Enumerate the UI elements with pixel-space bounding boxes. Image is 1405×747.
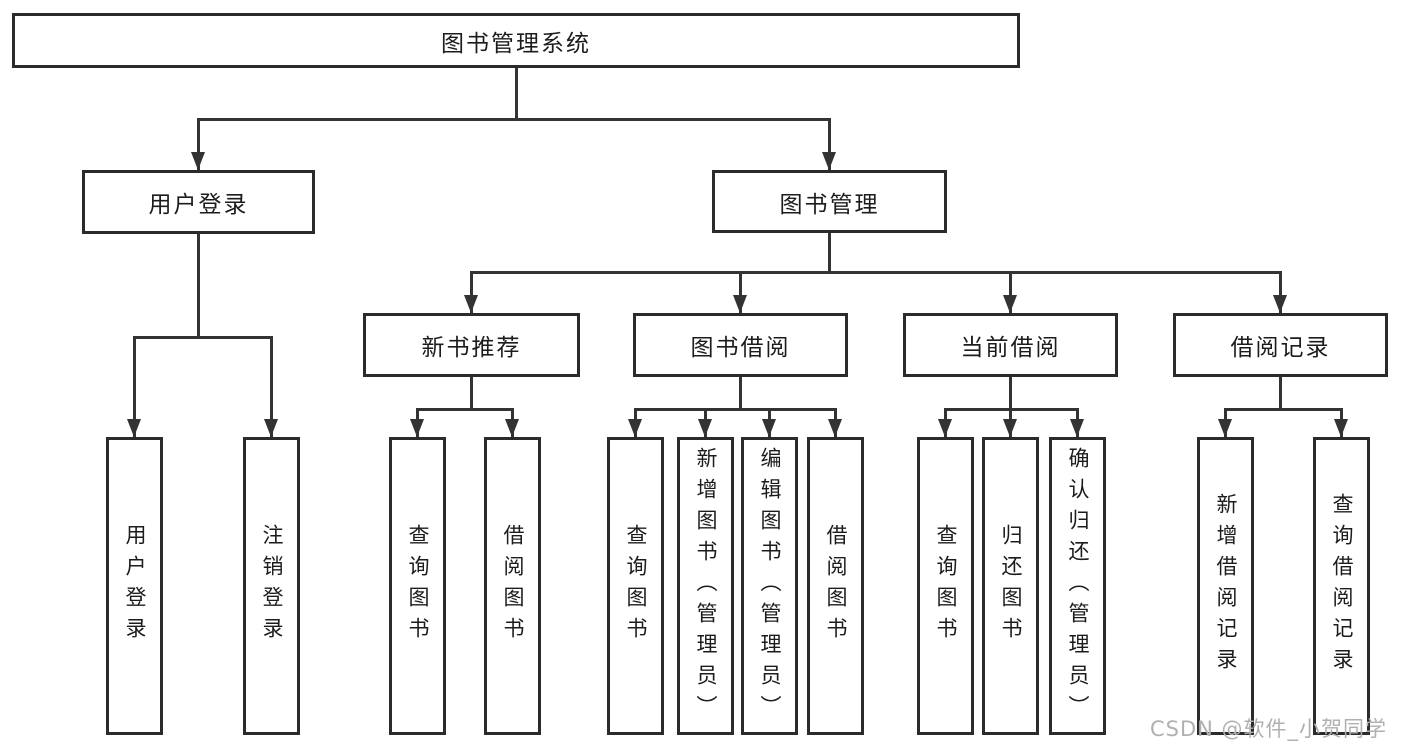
- leaf-edit-book-admin: 编辑图书（管理员）: [741, 437, 798, 735]
- leaf-confirm-return-admin: 确认归还（管理员）: [1049, 437, 1106, 735]
- leaf-label: 新增图书（管理员）: [694, 446, 719, 726]
- connector-book-management-stub: [828, 233, 831, 271]
- connector-drop-user-login: [197, 118, 200, 170]
- leaf-query-books-current: 查询图书: [917, 437, 974, 735]
- connector-drop-borrow-records: [1279, 271, 1282, 313]
- leaf-return-books: 归还图书: [982, 437, 1039, 735]
- arrowhead-down-icon: [127, 419, 141, 437]
- leaf-query-books-recommend: 查询图书: [389, 437, 446, 735]
- node-book-borrow: 图书借阅: [633, 313, 848, 377]
- arrowhead-down-icon: [1003, 419, 1017, 437]
- arrowhead-down-icon: [762, 419, 776, 437]
- arrowhead-down-icon: [410, 419, 424, 437]
- leaf-label: 注销登录: [260, 524, 285, 648]
- connector-user-login-hline: [134, 336, 273, 339]
- leaf-label: 新增借阅记录: [1214, 493, 1239, 679]
- node-borrow-records: 借阅记录: [1173, 313, 1388, 377]
- leaf-label: 借阅图书: [824, 524, 849, 648]
- connector-drop-leaf: [270, 336, 273, 437]
- connector-drop-book-borrow: [739, 271, 742, 313]
- connector-new-book-hline: [417, 408, 514, 411]
- connector-root-stub: [515, 68, 518, 118]
- connector-book-borrow-stub: [739, 377, 742, 408]
- connector-drop-new-book: [470, 271, 473, 313]
- connector-borrow-records-stub: [1279, 377, 1282, 408]
- arrowhead-down-icon: [828, 419, 842, 437]
- leaf-borrow-books: 借阅图书: [807, 437, 864, 735]
- node-new-book-recommend: 新书推荐: [363, 313, 580, 377]
- leaf-label: 查询图书: [934, 524, 959, 648]
- arrowhead-down-icon: [1273, 295, 1287, 313]
- leaf-add-book-admin: 新增图书（管理员）: [677, 437, 734, 735]
- arrowhead-down-icon: [191, 152, 205, 170]
- arrowhead-down-icon: [1070, 419, 1084, 437]
- leaf-label: 查询图书: [406, 524, 431, 648]
- arrowhead-down-icon: [822, 152, 836, 170]
- arrowhead-down-icon: [938, 419, 952, 437]
- connector-borrow-records-hline: [1225, 408, 1343, 411]
- leaf-label: 确认归还（管理员）: [1066, 446, 1091, 726]
- node-library-system-root: 图书管理系统: [12, 13, 1020, 68]
- watermark: CSDN @软件_小贺同学: [1150, 717, 1388, 741]
- leaf-label: 用户登录: [123, 524, 148, 648]
- leaf-label: 借阅图书: [501, 524, 526, 648]
- leaf-user-login: 用户登录: [106, 437, 163, 735]
- connector-new-book-stub: [470, 377, 473, 408]
- arrowhead-down-icon: [628, 419, 642, 437]
- connector-drop-leaf: [133, 336, 136, 437]
- arrowhead-down-icon: [698, 419, 712, 437]
- leaf-borrow-books-recommend: 借阅图书: [484, 437, 541, 735]
- leaf-label: 归还图书: [999, 524, 1024, 648]
- connector-user-login-stub: [197, 234, 200, 336]
- leaf-label: 编辑图书（管理员）: [758, 446, 783, 726]
- arrowhead-down-icon: [1218, 419, 1232, 437]
- arrowhead-down-icon: [264, 419, 278, 437]
- node-user-login: 用户登录: [82, 170, 315, 234]
- connector-drop-book-management: [828, 118, 831, 170]
- leaf-logout: 注销登录: [243, 437, 300, 735]
- leaf-label: 查询图书: [624, 524, 649, 648]
- leaf-add-borrow-record: 新增借阅记录: [1197, 437, 1254, 735]
- connector-level3-hline: [470, 271, 1282, 274]
- connector-book-borrow-hline: [635, 408, 837, 411]
- arrowhead-down-icon: [505, 419, 519, 437]
- connector-drop-current-borrow: [1009, 271, 1012, 313]
- leaf-query-borrow-record: 查询借阅记录: [1313, 437, 1370, 735]
- arrowhead-down-icon: [464, 295, 478, 313]
- connector-current-borrow-stub: [1009, 377, 1012, 408]
- arrowhead-down-icon: [1334, 419, 1348, 437]
- arrowhead-down-icon: [733, 295, 747, 313]
- connector-level1-hline: [197, 118, 831, 121]
- node-book-management: 图书管理: [712, 170, 947, 233]
- arrowhead-down-icon: [1003, 295, 1017, 313]
- leaf-query-books-borrow: 查询图书: [607, 437, 664, 735]
- node-current-borrow: 当前借阅: [903, 313, 1118, 377]
- leaf-label: 查询借阅记录: [1330, 493, 1355, 679]
